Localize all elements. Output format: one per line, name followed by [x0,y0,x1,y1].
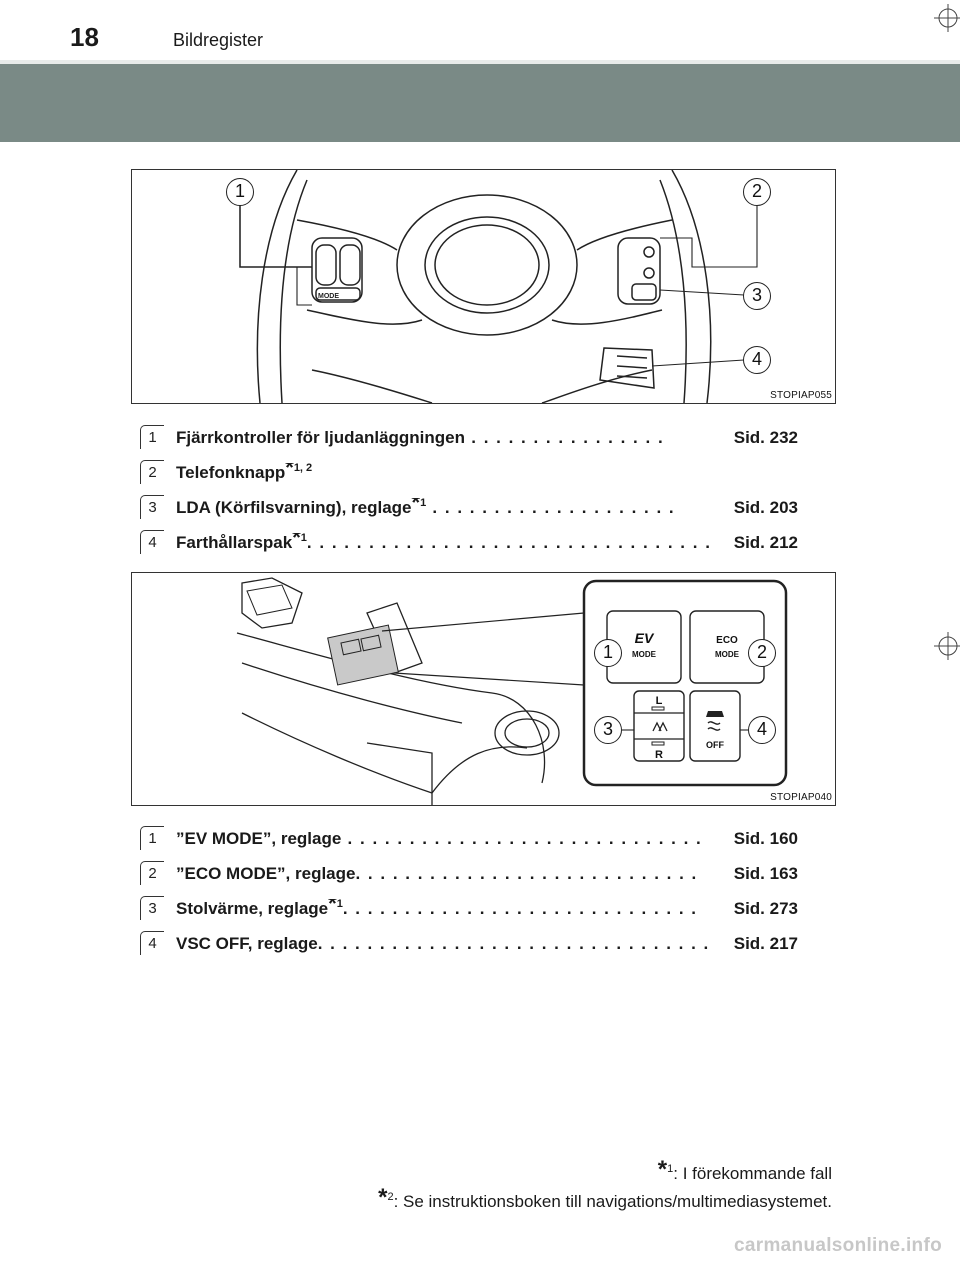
page-number: 18 [70,22,99,52]
footnote-asterisk: * [292,533,301,550]
item-number: 1 [140,425,164,449]
footnote-1: *1: I förekommande fall [657,1156,832,1184]
item-label: ”EV MODE”, reglage . . . . . . . . . . .… [176,829,703,848]
eco-mode-label: MODE [715,650,740,659]
footnote-asterisk: * [378,1184,388,1211]
callout-2: 2 [748,639,776,667]
steering-wheel-illustration: MODE [239,170,758,403]
section-title: Bildregister [173,30,264,50]
page-reference[interactable]: Sid. 203 [733,498,798,517]
footnote-asterisk: * [657,1156,668,1183]
callout-4: 4 [748,716,776,744]
item-number: 2 [140,460,164,484]
page-reference[interactable]: Sid. 160 [733,829,798,848]
steering-wheel-figure: MODE 1 2 3 4 STOPIAP055 [131,169,836,404]
figure-code: STOPIAP040 [770,792,832,803]
seat-heater-left-label: L [656,695,663,707]
callout-4: 4 [743,346,771,374]
item-number: 1 [140,826,164,850]
item-label: Stolvärme, reglage*1. . . . . . . . . . … [176,899,716,919]
page-reference[interactable]: Sid. 217 [733,934,798,953]
page-reference[interactable]: Sid. 212 [733,533,798,552]
page-reference[interactable]: Sid. 273 [733,899,798,918]
item-label: VSC OFF, reglage. . . . . . . . . . . . … [176,934,710,953]
item-label: Fjärrkontroller för ljudanläggningen . .… [176,428,665,447]
footnote-asterisk: * [285,463,294,480]
item-label: ”ECO MODE”, reglage. . . . . . . . . . .… [176,864,698,883]
callout-1: 1 [594,639,622,667]
item-label: LDA (Körfilsvarning), reglage*1 . . . . … [176,498,716,518]
figure-code: STOPIAP055 [770,390,832,401]
item-label: Farthållarspak*1. . . . . . . . . . . . … [176,533,716,553]
footnotes: *1: I förekommande fall *2: Se instrukti… [378,1156,832,1216]
callout-2: 2 [743,178,771,206]
item-number: 4 [140,931,164,955]
header-rule [0,60,960,64]
item-number: 3 [140,495,164,519]
header-band [0,64,960,142]
watermark: carmanualsonline.info [734,1235,942,1256]
footnote-asterisk: * [328,899,337,916]
eco-button-label: ECO [716,635,738,646]
callout-1: 1 [226,178,254,206]
item-number: 3 [140,896,164,920]
item-label: Telefonknapp*1, 2 [176,463,716,483]
console-illustration: EV MODE ECO MODE L R OFF [236,577,788,805]
page-reference[interactable]: Sid. 163 [733,864,798,883]
ev-mode-label: MODE [632,650,657,659]
ev-button-label: EV [635,630,655,646]
item-number: 2 [140,861,164,885]
footnote-2: *2: Se instruktionsboken till navigation… [378,1184,832,1212]
registration-mark-middle [934,632,960,660]
seat-heater-right-label: R [655,749,663,761]
footnote-asterisk: * [411,498,421,515]
registration-mark-top [934,4,960,32]
mode-switch-label: MODE [318,293,339,300]
callout-3: 3 [743,282,771,310]
page-reference[interactable]: Sid. 232 [733,428,798,447]
item-number: 4 [140,530,164,554]
console-switch-figure: EV MODE ECO MODE L R OFF 1 2 3 4 STOPIAP… [131,572,836,806]
page-header: 18 Bildregister [0,0,960,62]
vsc-off-label: OFF [706,740,724,750]
callout-3: 3 [594,716,622,744]
